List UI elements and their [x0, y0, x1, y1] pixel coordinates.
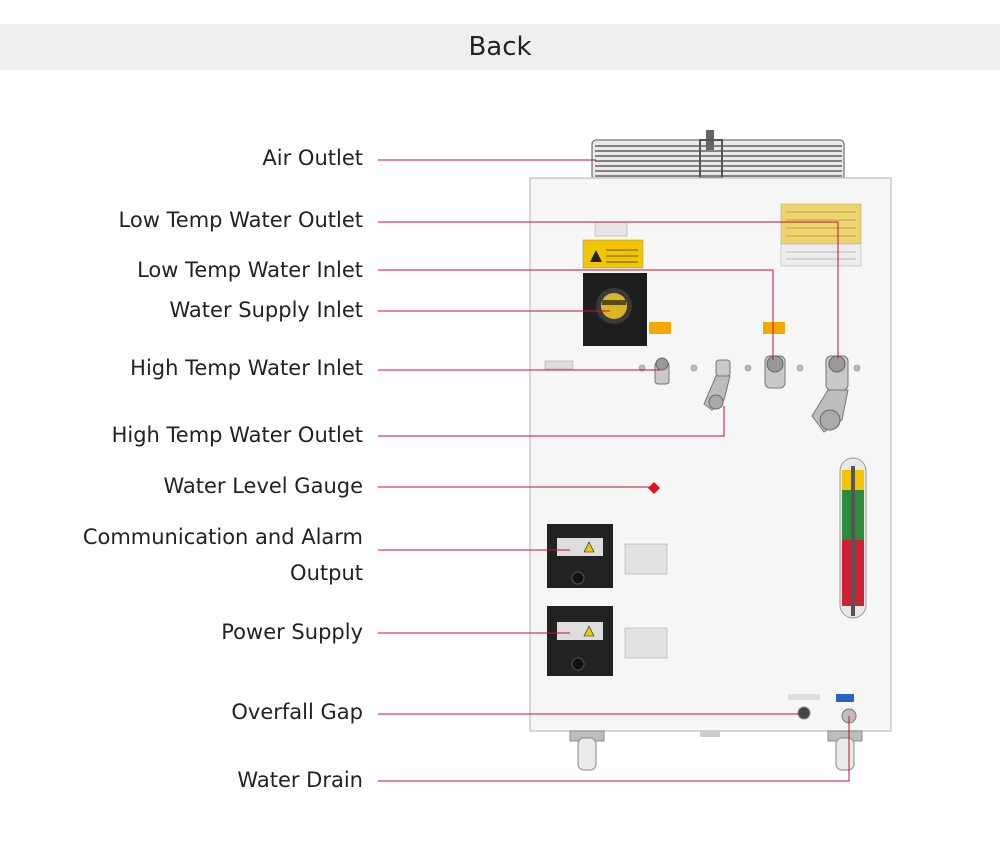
panel-screws [638, 364, 861, 372]
inlet-tag [649, 322, 671, 334]
base-foot [700, 731, 720, 737]
label-high-temp-water-inlet: High Temp Water Inlet [130, 356, 363, 380]
leader-high-temp-water-outlet [378, 406, 725, 437]
power-supply-box [547, 606, 613, 676]
label-water-supply-inlet: Water Supply Inlet [169, 298, 363, 322]
water-level-gauge-tube [839, 457, 867, 619]
label-communication-alarm-output: Communication and Alarm Output [82, 525, 363, 585]
low-temp-water-inlet-fitting [764, 355, 786, 389]
label-air-outlet: Air Outlet [262, 146, 363, 170]
header-title: Back [468, 32, 532, 62]
water-level-marker [648, 482, 660, 494]
warning-label [582, 239, 644, 269]
warning-label-small [594, 221, 628, 237]
right-caster [827, 730, 863, 771]
water-supply-inlet-box [583, 273, 647, 346]
label-water-level-gauge: Water Level Gauge [163, 474, 363, 498]
label-water-drain: Water Drain [237, 768, 363, 792]
leader-low-temp-water-outlet [378, 221, 839, 358]
overfall-gap-tag [788, 694, 820, 700]
leader-water-drain [378, 716, 850, 782]
fan-guard [591, 130, 845, 181]
power-info-label [624, 627, 668, 659]
overfall-gap-port [797, 706, 811, 720]
serial-label [544, 360, 574, 370]
communication-alarm-box [547, 524, 613, 588]
leader-lines [378, 159, 850, 782]
header-bar: Back [0, 24, 1000, 70]
rating-label [780, 203, 862, 267]
high-temp-water-inlet-fitting [654, 357, 670, 385]
label-low-temp-water-outlet: Low Temp Water Outlet [118, 208, 363, 232]
leader-low-temp-water-inlet [378, 269, 774, 360]
communication-info-label [624, 543, 668, 575]
outlet-tag [763, 322, 785, 334]
label-overfall-gap: Overfall Gap [231, 700, 363, 724]
label-low-temp-water-inlet: Low Temp Water Inlet [137, 258, 363, 282]
high-temp-water-outlet-fitting [703, 359, 731, 411]
left-caster [569, 730, 605, 771]
label-high-temp-water-outlet: High Temp Water Outlet [111, 423, 363, 447]
low-temp-water-outlet-fitting [811, 355, 849, 433]
label-power-supply: Power Supply [221, 620, 363, 644]
